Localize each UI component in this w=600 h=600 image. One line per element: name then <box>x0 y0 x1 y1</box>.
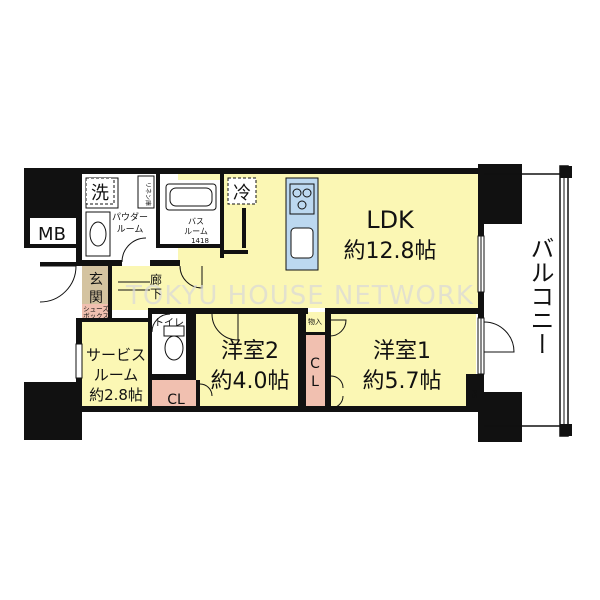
closet-mid-label-c: C <box>310 356 320 372</box>
powder-label-2: ルーム <box>117 224 144 235</box>
watermark: TOKYU HOUSE NETWORK <box>125 281 474 311</box>
closet-mid-label-l: L <box>311 374 319 390</box>
wall-fridge-bottom <box>224 250 248 254</box>
wall-bath-right <box>220 174 224 258</box>
ps-label-right: PS <box>470 390 478 399</box>
wall-room2-right <box>298 308 306 410</box>
washer-box <box>85 177 115 205</box>
ldk-size: 約12.8帖 <box>344 239 437 264</box>
ldk-label: LDK <box>366 206 415 234</box>
bath-label-2: ルーム <box>184 227 208 236</box>
column-top-right <box>478 164 522 224</box>
powder-label-1: パウダー <box>112 211 148 223</box>
wall-toilet-right <box>186 314 196 376</box>
wall-closet-mid-right <box>325 308 331 410</box>
mb-box <box>30 222 74 244</box>
wall-top-left <box>24 168 484 174</box>
fridge-space <box>227 177 257 205</box>
labels: LDK 約12.8帖 洋室1 約5.7帖 洋室2 約4.0帖 サービス ルーム … <box>30 177 554 408</box>
entrance-label-1: 玄 <box>89 271 103 288</box>
wall-corridor-top <box>150 260 180 266</box>
entrance-door <box>39 265 77 303</box>
balcony <box>484 165 572 437</box>
entrance-step <box>118 281 150 291</box>
bath-label-1: バス <box>188 217 204 226</box>
bath-label-3: 1418 <box>191 237 209 245</box>
room1-size: 約5.7帖 <box>363 369 442 394</box>
entrance-label-2: 関 <box>89 290 103 306</box>
column-bottom-left <box>24 382 82 440</box>
wall-left-upper <box>76 168 82 266</box>
kitchen <box>285 177 319 271</box>
service-room-size: 約2.8帖 <box>89 386 143 404</box>
wall-storage-bottom <box>305 332 325 335</box>
windows <box>75 235 485 379</box>
balcony-label: バルコニー <box>526 236 554 356</box>
toilet-door <box>151 313 171 333</box>
mb-label: MB <box>38 224 66 245</box>
service-room-floor <box>82 322 150 408</box>
linen-cabinet <box>137 175 155 209</box>
storage-label: 物入 <box>308 317 322 326</box>
wall-right <box>478 164 484 430</box>
wall-rooms-top-right <box>330 308 478 314</box>
wall-fridge-right <box>242 208 246 248</box>
entrance-floor <box>82 266 110 304</box>
room2-label: 洋室2 <box>221 339 279 364</box>
wall-bath-bottom <box>156 244 224 248</box>
corridor-label-2: 下 <box>150 287 162 301</box>
shoebox-floor <box>82 304 110 320</box>
service-room-label-2: ルーム <box>94 366 139 384</box>
closet-door-1 <box>330 375 344 389</box>
wall-mb-left <box>24 218 30 248</box>
balcony-door <box>483 321 515 353</box>
wall-mb-bottom <box>24 244 82 248</box>
wall-bottom <box>76 406 484 412</box>
service-room-label: サービス <box>86 346 146 364</box>
sink <box>290 227 314 259</box>
storage-floor <box>305 312 325 334</box>
wall-toilet-bottom <box>152 374 196 380</box>
room2-size: 約4.0帖 <box>211 369 290 394</box>
column-top-left <box>24 168 82 218</box>
wall-powder-bottom <box>82 260 122 266</box>
shoebox-label-1: シューズ <box>83 304 109 313</box>
corridor-floor <box>108 266 182 310</box>
toilet-fixture <box>163 325 185 361</box>
corridor-door <box>179 265 203 289</box>
wall-bath-left <box>156 174 160 246</box>
fridge-label: 冷 <box>233 183 251 204</box>
room2-floor <box>196 314 300 408</box>
room1-label: 洋室1 <box>373 339 431 364</box>
wall-ps-left <box>466 374 478 408</box>
closet-mid-floor <box>305 334 325 406</box>
wall-service-right <box>148 314 152 410</box>
washer-label: 洗 <box>91 183 109 204</box>
doors <box>39 237 515 409</box>
wall-entrance-right <box>108 266 112 320</box>
wall-entrance-top <box>40 262 82 266</box>
room1-door <box>329 319 347 337</box>
floor-fills <box>82 172 482 410</box>
corridor-label-1: 廊 <box>150 272 162 287</box>
bathtub <box>165 183 217 211</box>
room1-floor <box>330 314 476 408</box>
wall-rooms-top <box>148 308 308 314</box>
column-bottom-right <box>478 392 522 442</box>
ps-label-left: PS <box>158 374 166 381</box>
linen-label: リネン庫 <box>144 182 152 206</box>
toilet-label: トイレ <box>154 318 184 329</box>
closet-small-door <box>199 383 213 397</box>
wall-closet-small-right <box>196 380 200 410</box>
closet-small-label: CL <box>167 392 185 408</box>
closet-small-floor <box>152 380 198 410</box>
closet-door-2 <box>330 395 344 409</box>
room2-door <box>211 313 239 341</box>
shoebox-label-2: ボックス <box>83 312 109 320</box>
bath-fixtures <box>165 183 217 211</box>
powder-door <box>121 237 147 263</box>
wall-service-top <box>82 318 152 322</box>
